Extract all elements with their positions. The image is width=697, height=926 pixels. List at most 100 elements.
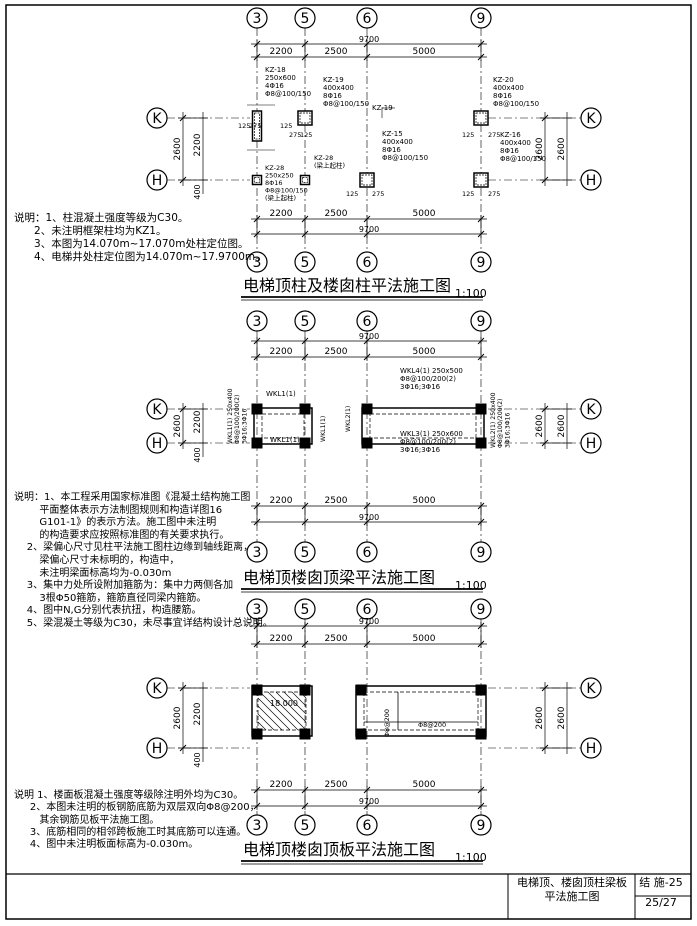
plan3-dim-slash — [253, 622, 261, 630]
col-label-kz19-line: Φ8@100/150 — [323, 100, 369, 108]
plan1-dim-slash — [253, 53, 261, 61]
col-label-kz19-line: 400x400 — [323, 84, 354, 92]
plan3-right-axis-K-label: K — [586, 681, 596, 697]
plan3-vdim-slash — [179, 684, 187, 692]
plan1-dim-slash — [363, 215, 371, 223]
plan1-dim-slash — [301, 230, 309, 238]
plan2-rvdim-text: 2600 — [535, 414, 545, 437]
column-rebar-cage — [475, 112, 487, 124]
col-label-kz20-line: 8Φ16 — [493, 92, 512, 100]
offset-275: 275 — [372, 190, 384, 198]
col-label-kz15-line: 8Φ16 — [382, 146, 401, 154]
col-label-kz28a-line: 8Φ16 — [265, 179, 283, 187]
slab-inner-large — [363, 691, 479, 731]
plan2-dim-slash — [363, 502, 371, 510]
plan3-scale: 1:100 — [455, 851, 487, 864]
plan3-vdim-lower-text: 400 — [193, 752, 202, 767]
plan1-dim-slash — [253, 40, 261, 48]
plan1-dim-span1-b: 2200 — [270, 209, 293, 219]
slab-hatch-line — [267, 691, 307, 731]
plan3-bot-axis-5-label: 5 — [301, 818, 310, 834]
slab-frame-small — [251, 685, 313, 737]
plan2-dim-slash — [253, 353, 261, 361]
plan2-dim-slash — [301, 502, 309, 510]
slab-hatch-line — [283, 691, 307, 715]
column-rebar-cage — [299, 112, 311, 124]
slab-column-node — [251, 684, 263, 696]
col-label-kz19-line: 8Φ16 — [323, 92, 342, 100]
slab-hatch-line — [257, 705, 283, 731]
plan1-left-axis-K-label: K — [152, 111, 162, 127]
beam-label-wkl4-line: 3Φ16;3Φ16 — [400, 383, 441, 391]
plan1-dim-slash — [477, 40, 485, 48]
col-label-kz15-line: Φ8@100/150 — [382, 154, 428, 162]
plan1-bot-axis-6-label: 6 — [363, 255, 372, 271]
slab-hatch-line — [275, 691, 307, 723]
plan2-bot-axis-3-circle — [246, 541, 268, 563]
plan1-vdim-bay-text: 2600 — [173, 137, 183, 160]
plan1-dim-slash — [253, 230, 261, 238]
plan1-right-axis-K-label: K — [586, 111, 596, 127]
col-label-kz28b-line: (梁上起柱) — [314, 160, 345, 169]
plan3-dim-slash — [301, 802, 309, 810]
plan2-dim-total: 9700 — [359, 332, 379, 341]
sheet-number: 25/27 — [645, 896, 677, 909]
column-rebar-cage — [254, 112, 260, 140]
beam-label-wkl1c-line: WKL1(1) 250x400 — [227, 388, 234, 444]
offset-275: 275 — [488, 190, 500, 198]
plan1-dim-slash — [253, 215, 261, 223]
plan1-top-axis-6-label: 6 — [363, 11, 372, 27]
plan1-dim-slash — [363, 230, 371, 238]
plan3-left-axis-H-label: H — [152, 741, 163, 757]
plan2-rvdim-slash — [541, 439, 549, 447]
beam-label-wkl4-line: WKL4(1) 250x500 — [400, 367, 463, 375]
plan1-dim-span3: 5000 — [413, 47, 436, 57]
slab-hatch-line — [291, 691, 307, 707]
col-label-kz18-line: 4Φ16 — [265, 82, 284, 90]
column-rebar-cage — [475, 174, 487, 186]
column-section — [251, 174, 263, 186]
plan3-vdim-bay-text: 2600 — [173, 706, 183, 729]
plan1-bot-axis-6-circle — [356, 251, 378, 273]
col-label-kz20-line: Φ8@100/150 — [493, 100, 539, 108]
plan1-scale: 1:100 — [455, 287, 487, 300]
plan1-dim-slash — [301, 40, 309, 48]
plan3-dim-slash — [301, 786, 309, 794]
plan3-dim-slash — [301, 622, 309, 630]
plan1-rvdim-slash — [541, 176, 549, 184]
plan2-bot-axis-6-label: 6 — [363, 545, 372, 561]
plan2-scale: 1:100 — [455, 579, 487, 592]
plan1-dim-slash — [477, 230, 485, 238]
column-rebar-cage — [361, 174, 373, 186]
column-rebar-cage — [254, 177, 260, 183]
plan2-top-axis-6-label: 6 — [363, 314, 372, 330]
col-label-kz16-line: KZ-16 — [500, 131, 521, 139]
plan1-vdim-slash — [179, 176, 187, 184]
beam-label-wkl1a-line: WKL1(1) — [266, 390, 296, 398]
plan1-dim-slash — [477, 53, 485, 61]
plan1-top-axis-5-label: 5 — [301, 11, 310, 27]
plan2-vdim-lower-text: 400 — [193, 447, 202, 462]
plan1-dim-slash — [363, 40, 371, 48]
slab-column-node — [355, 684, 367, 696]
plan2-top-axis-5-label: 5 — [301, 314, 310, 330]
plan1-dim-total: 9700 — [359, 35, 379, 44]
beam-label-wkl1c-line: 3Φ16;3Φ16 — [241, 408, 248, 444]
col-label-kz19-line: KZ-19 — [323, 76, 344, 84]
plan1-top-axis-3-label: 3 — [253, 11, 262, 27]
plan2-bot-axis-5-label: 5 — [301, 545, 310, 561]
col-label-kz20-line: KZ-20 — [493, 76, 514, 84]
slab-hatch-line — [257, 697, 291, 731]
beam-label-wkl2a-line: WKL2(1) — [345, 406, 352, 432]
offset-125: 125 — [238, 122, 250, 130]
plan3-bot-axis-5-circle — [294, 814, 316, 836]
plan2-dim-slash — [253, 502, 261, 510]
plan1-rvdim-text2: 2600 — [557, 137, 567, 160]
plan2-bot-axis-5-circle — [294, 541, 316, 563]
plan1-title: 电梯顶柱及楼囱柱平法施工图 — [243, 276, 451, 295]
beam-column-node — [475, 403, 487, 415]
beam-column-node — [251, 403, 263, 415]
plan3-left-axis-K-label: K — [152, 681, 162, 697]
